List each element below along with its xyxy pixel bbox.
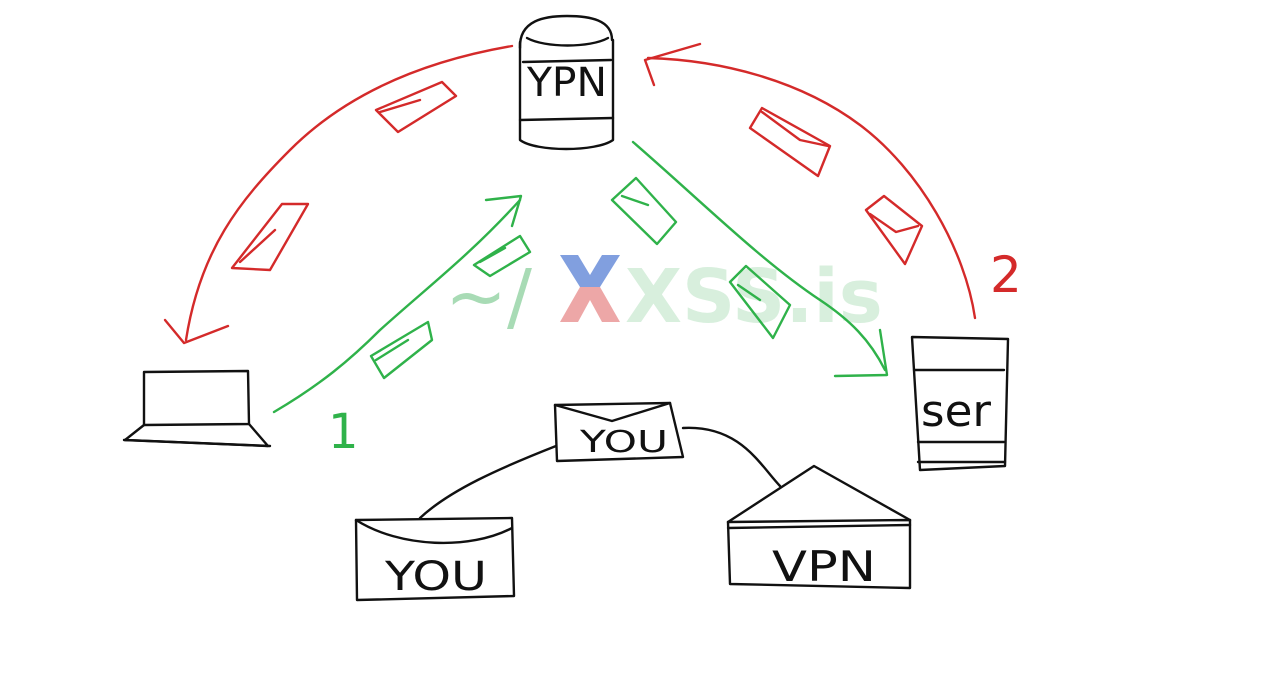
connector-right <box>681 426 782 488</box>
destination-server-node: ser <box>910 335 1010 472</box>
envelope-middle: YOU <box>553 401 685 463</box>
red-path-server-to-vpn: 2 <box>643 42 1022 320</box>
vpn-server-label: YPN <box>526 60 607 106</box>
envelope-bottom-right-label: VPN <box>772 542 876 591</box>
green-envelope <box>472 234 532 278</box>
vpn-server-node: YPN <box>518 14 615 151</box>
envelope-bottom-left-label: YOU <box>384 554 487 600</box>
watermark: ~/ XSS.is <box>445 254 883 340</box>
watermark-x-logo <box>560 255 620 322</box>
destination-server-label: ser <box>921 386 992 437</box>
green-envelope <box>369 320 434 380</box>
envelope-middle-label: YOU <box>579 425 668 460</box>
red-path-label: 2 <box>990 246 1022 304</box>
connector-left <box>418 444 558 520</box>
watermark-prefix: ~/ <box>445 254 532 340</box>
client-computer-node <box>122 369 272 448</box>
green-path-client-to-vpn: 1 <box>272 194 532 460</box>
envelope-bottom-right: VPN <box>726 464 912 591</box>
green-envelope <box>610 176 678 246</box>
red-envelope <box>864 194 924 266</box>
envelope-bottom-left: YOU <box>354 516 516 602</box>
green-path-vpn-to-server <box>610 140 889 378</box>
envelope-connectors <box>418 426 782 520</box>
red-envelope <box>230 202 310 272</box>
red-envelope <box>748 106 832 178</box>
red-envelope <box>374 80 458 134</box>
red-path-vpn-to-client <box>163 44 514 345</box>
green-envelope <box>728 264 792 340</box>
green-path-label: 1 <box>328 404 359 460</box>
